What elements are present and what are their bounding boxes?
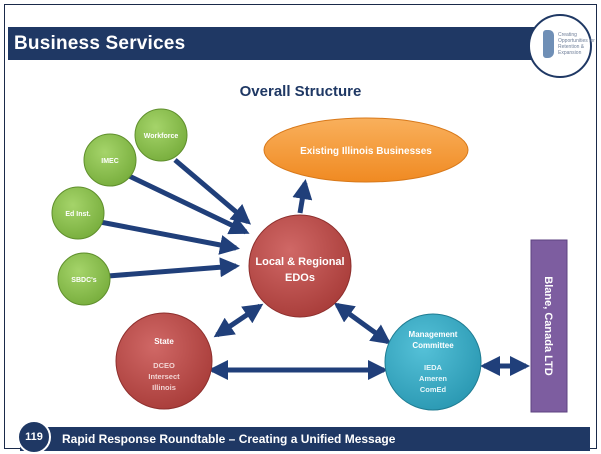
node-label: Blane, Canada LTD — [542, 276, 554, 375]
node-label: EDOs — [285, 272, 315, 284]
node-label: Ed Inst. — [65, 211, 90, 218]
arrow-mgmt-edos — [333, 302, 392, 345]
diagram-title: Overall Structure — [239, 83, 362, 100]
node-label: IMEC — [101, 158, 119, 165]
node-sublabel: Illinois — [152, 383, 176, 392]
node-existing-illinois-businesses: Existing Illinois Businesses — [263, 117, 469, 183]
logo-text-line: Opportunities for — [558, 38, 595, 44]
node-management-committee: Management Committee IEDA Ameren ComEd — [384, 313, 482, 411]
node-sublabel: Ameren — [419, 374, 447, 383]
illinois-map-icon — [543, 30, 554, 58]
node-workforce: Workforce — [134, 108, 188, 162]
logo-text-line: Creating — [558, 32, 577, 38]
arrow-workforce-to-edos — [173, 158, 252, 225]
node-label: Management — [409, 330, 458, 339]
node-blane-canada: Blane, Canada LTD — [530, 239, 568, 413]
node-sublabel: DCEO — [153, 361, 175, 370]
node-sublabel: Intersect — [148, 372, 180, 381]
arrow-imec-to-edos — [125, 172, 250, 235]
organization-logo: Creating Opportunities for Retention & E… — [528, 14, 595, 78]
footer-text: Rapid Response Roundtable – Creating a U… — [62, 432, 396, 446]
footer-bar — [20, 427, 590, 451]
node-sbdc: SBDC's — [57, 252, 111, 306]
slide-title: Business Services — [14, 33, 186, 54]
node-sublabel: ComEd — [420, 385, 447, 394]
arrow-state-edos — [213, 303, 264, 338]
arrow-edos-to-existing — [292, 179, 313, 214]
logo-text-line: Retention & — [558, 44, 585, 50]
page-number-badge: 119 — [17, 420, 51, 454]
node-label: Committee — [412, 341, 454, 350]
node-label: Existing Illinois Businesses — [300, 146, 432, 157]
node-label: State — [154, 337, 174, 346]
node-label: Local & Regional — [255, 256, 344, 268]
node-local-regional-edos: Local & Regional EDOs — [248, 214, 352, 318]
arrow-sbdc-to-edos — [107, 257, 240, 279]
logo-text-line: Expansion — [558, 50, 582, 56]
node-label: Workforce — [144, 133, 179, 140]
header-bar — [8, 27, 538, 60]
node-label: SBDC's — [71, 277, 96, 284]
node-ed-inst: Ed Inst. — [51, 186, 105, 240]
node-sublabel: IEDA — [424, 363, 443, 372]
node-imec: IMEC — [83, 133, 137, 187]
node-state: State DCEO Intersect Illinois — [115, 312, 213, 410]
arrow-edinst-to-edos — [94, 218, 240, 255]
